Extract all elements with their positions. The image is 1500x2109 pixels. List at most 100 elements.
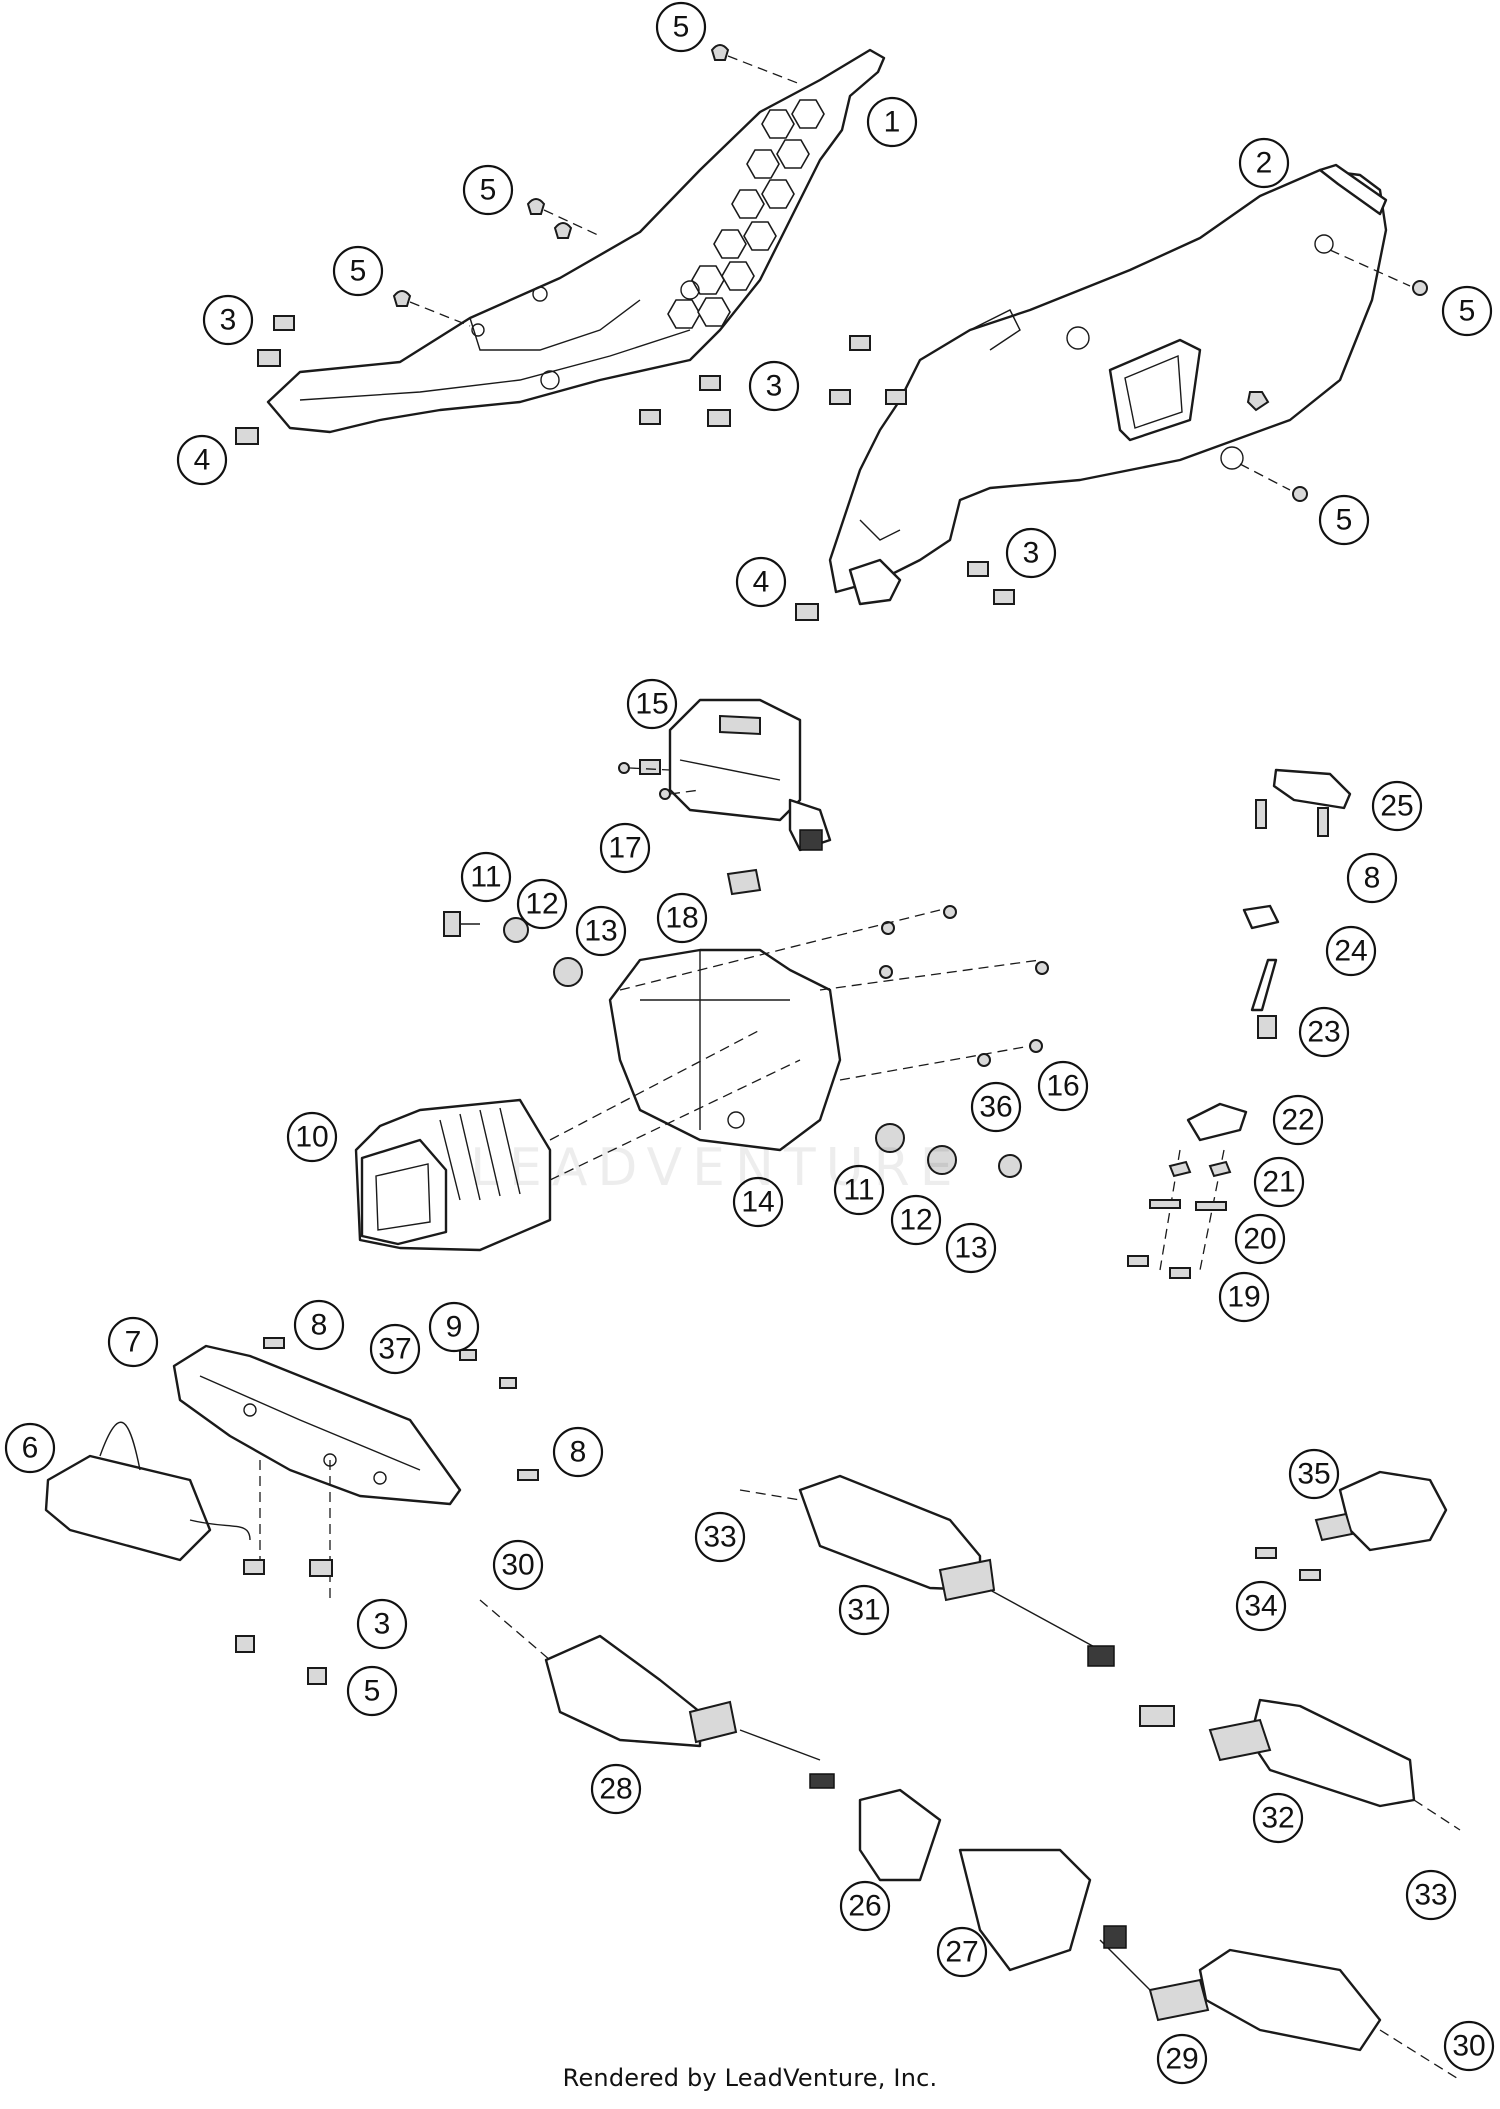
- callout-34: 34: [1235, 1580, 1287, 1632]
- svg-text:3: 3: [1023, 537, 1040, 570]
- svg-text:16: 16: [1046, 1070, 1079, 1103]
- svg-text:34: 34: [1244, 1590, 1277, 1623]
- svg-text:21: 21: [1262, 1166, 1295, 1199]
- callout-37: 37: [369, 1323, 421, 1375]
- svg-text:3: 3: [374, 1608, 391, 1641]
- part-left-side-panel: [266, 48, 886, 434]
- callout-22: 22: [1272, 1094, 1324, 1146]
- callout-33: 33: [694, 1511, 746, 1563]
- svg-text:3: 3: [220, 304, 237, 337]
- callout-31: 31: [838, 1584, 890, 1636]
- svg-text:1: 1: [884, 106, 901, 139]
- part-license-light: [1255, 1470, 1448, 1581]
- svg-text:12: 12: [899, 1204, 932, 1237]
- part-headlight-bracket: [608, 868, 842, 1152]
- callout-21: 21: [1253, 1156, 1305, 1208]
- svg-text:4: 4: [753, 566, 770, 599]
- callout-36: 36: [970, 1081, 1022, 1133]
- part-turn-signal-rear-left: [479, 1599, 835, 1789]
- hex-grille: [667, 99, 825, 329]
- svg-text:25: 25: [1380, 790, 1413, 823]
- svg-text:10: 10: [295, 1121, 328, 1154]
- callout-10: 10: [286, 1111, 338, 1163]
- callout-23: 23: [1298, 1006, 1350, 1058]
- svg-text:19: 19: [1227, 1281, 1260, 1314]
- callout-8: 8: [1346, 852, 1398, 904]
- svg-text:5: 5: [1336, 504, 1353, 537]
- fasteners-headlight: [443, 905, 1049, 1178]
- svg-text:28: 28: [599, 1773, 632, 1806]
- svg-text:35: 35: [1297, 1458, 1330, 1491]
- callout-33: 33: [1405, 1869, 1457, 1921]
- callout-30: 30: [1443, 2020, 1495, 2072]
- callout-17: 17: [599, 822, 651, 874]
- fasteners-plate: [235, 1337, 539, 1685]
- watermark: LEADVENTURE: [470, 1138, 963, 1198]
- callout-16: 16: [1037, 1060, 1089, 1112]
- part-signal-bracket-27: [958, 1848, 1092, 1972]
- svg-text:3: 3: [766, 370, 783, 403]
- svg-text:5: 5: [1459, 295, 1476, 328]
- callout-9: 9: [428, 1301, 480, 1353]
- callout-2: 2: [1238, 137, 1290, 189]
- svg-text:8: 8: [1364, 862, 1381, 895]
- part-turn-signal-front-right: [1139, 1698, 1461, 1831]
- svg-text:14: 14: [741, 1186, 774, 1219]
- svg-text:2: 2: [1256, 147, 1273, 180]
- callout-26: 26: [839, 1880, 891, 1932]
- svg-text:18: 18: [665, 902, 698, 935]
- callout-8: 8: [552, 1426, 604, 1478]
- svg-text:17: 17: [608, 832, 641, 865]
- svg-text:5: 5: [364, 1675, 381, 1708]
- callout-3: 3: [748, 360, 800, 412]
- svg-text:26: 26: [848, 1890, 881, 1923]
- svg-text:5: 5: [480, 174, 497, 207]
- callout-7: 7: [107, 1316, 159, 1368]
- svg-text:30: 30: [501, 1549, 534, 1582]
- callout-24: 24: [1325, 925, 1377, 977]
- callout-27: 27: [936, 1926, 988, 1978]
- callout-29: 29: [1156, 2033, 1208, 2085]
- part-turn-signal-rear-right: [1099, 1925, 1461, 2081]
- callout-1: 1: [866, 96, 918, 148]
- svg-text:36: 36: [979, 1091, 1012, 1124]
- callout-13: 13: [575, 905, 627, 957]
- callout-12: 12: [890, 1194, 942, 1246]
- svg-text:5: 5: [673, 11, 690, 44]
- part-headlight: [354, 1029, 801, 1252]
- callout-5: 5: [655, 1, 707, 53]
- callout-35: 35: [1288, 1448, 1340, 1500]
- svg-text:27: 27: [945, 1936, 978, 1969]
- callout-4: 4: [735, 556, 787, 608]
- callout-18: 18: [656, 892, 708, 944]
- callout-4: 4: [176, 434, 228, 486]
- fasteners-top: [235, 44, 1428, 621]
- svg-text:20: 20: [1243, 1223, 1276, 1256]
- svg-text:31: 31: [847, 1594, 880, 1627]
- svg-text:24: 24: [1334, 935, 1367, 968]
- callout-15: 15: [626, 678, 678, 730]
- svg-text:7: 7: [125, 1326, 142, 1359]
- callout-28: 28: [590, 1763, 642, 1815]
- callout-11: 11: [460, 851, 512, 903]
- callout-32: 32: [1252, 1792, 1304, 1844]
- callout-14: 14: [732, 1176, 784, 1228]
- svg-text:12: 12: [525, 888, 558, 921]
- svg-text:37: 37: [378, 1333, 411, 1366]
- callout-8: 8: [293, 1299, 345, 1351]
- callout-13: 13: [945, 1222, 997, 1274]
- svg-text:22: 22: [1281, 1104, 1314, 1137]
- part-plate-bracket: [172, 1344, 462, 1506]
- svg-text:13: 13: [954, 1232, 987, 1265]
- callout-3: 3: [1005, 527, 1057, 579]
- callout-6: 6: [4, 1422, 56, 1474]
- svg-text:9: 9: [446, 1311, 463, 1344]
- svg-text:23: 23: [1307, 1016, 1340, 1049]
- svg-text:30: 30: [1452, 2030, 1485, 2063]
- credit-text: Rendered by LeadVenture, Inc.: [562, 2064, 938, 2092]
- svg-text:5: 5: [350, 255, 367, 288]
- callout-3: 3: [202, 294, 254, 346]
- part-right-side-panel: [828, 163, 1388, 606]
- part-control-box: [44, 1421, 331, 1600]
